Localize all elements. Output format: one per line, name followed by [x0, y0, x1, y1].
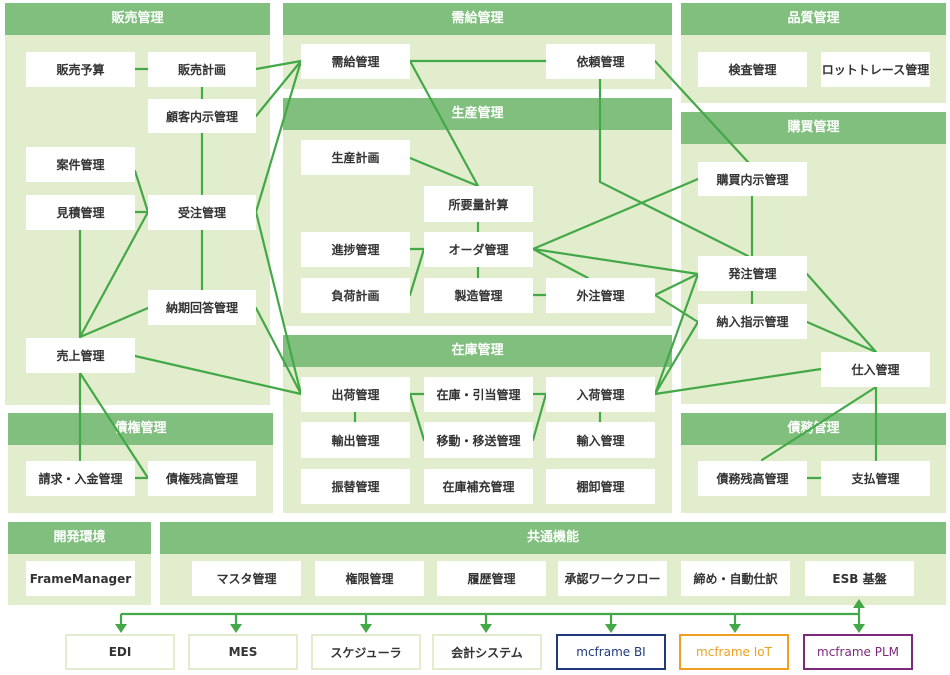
- box-approval-workflow[interactable]: 承認ワークフロー: [558, 561, 667, 596]
- box-order-management[interactable]: オーダ管理: [424, 232, 533, 267]
- box-purchase-record[interactable]: 仕入管理: [821, 352, 930, 387]
- box-progress-management[interactable]: 進捗管理: [301, 232, 410, 267]
- box-receiving[interactable]: 入荷管理: [546, 377, 655, 412]
- box-reallocation[interactable]: 振替管理: [301, 469, 410, 504]
- box-payment[interactable]: 支払管理: [821, 461, 930, 496]
- box-purchase-order[interactable]: 発注管理: [698, 256, 807, 291]
- box-import[interactable]: 輸入管理: [546, 422, 655, 458]
- box-closing-journal[interactable]: 締め・自動仕訳: [681, 561, 790, 596]
- box-order-receipt[interactable]: 受注管理: [148, 195, 256, 230]
- box-receivable-balance[interactable]: 債権残高管理: [148, 461, 256, 496]
- arrow-head-icon: [230, 624, 242, 633]
- panel-dev-env-title: 開発環境: [8, 522, 151, 554]
- box-replenishment[interactable]: 在庫補充管理: [424, 469, 533, 504]
- box-purchase-forecast[interactable]: 購買内示管理: [698, 162, 807, 196]
- box-customer-forecast[interactable]: 顧客内示管理: [148, 99, 256, 133]
- box-manufacturing[interactable]: 製造管理: [424, 278, 533, 313]
- arrow-head-icon: [480, 624, 492, 633]
- box-delivery-instruction[interactable]: 納入指示管理: [698, 304, 807, 339]
- box-export[interactable]: 輸出管理: [301, 422, 410, 458]
- ext-edi[interactable]: EDI: [65, 634, 175, 670]
- box-authority-management[interactable]: 権限管理: [315, 561, 424, 596]
- panel-common-title: 共通機能: [160, 522, 946, 554]
- panel-quality-title: 品質管理: [681, 3, 946, 35]
- box-supply-demand[interactable]: 需給管理: [301, 44, 410, 79]
- box-billing-payment[interactable]: 請求・入金管理: [26, 461, 135, 496]
- panel-receivables-title: 債権管理: [8, 413, 273, 445]
- box-production-plan[interactable]: 生産計画: [301, 140, 410, 175]
- arrow-head-icon: [360, 624, 372, 633]
- box-mrp[interactable]: 所要量計算: [424, 186, 533, 222]
- box-delivery-reply[interactable]: 納期回答管理: [148, 290, 256, 325]
- box-inspection[interactable]: 検査管理: [698, 52, 807, 87]
- box-request-management[interactable]: 依頼管理: [546, 44, 655, 79]
- box-master-management[interactable]: マスタ管理: [192, 561, 301, 596]
- ext-scheduler[interactable]: スケジューラ: [311, 634, 421, 670]
- panel-inventory-title: 在庫管理: [283, 335, 672, 367]
- arrow-head-icon: [605, 624, 617, 633]
- box-lot-trace[interactable]: ロットトレース管理: [821, 52, 930, 87]
- box-framemanager[interactable]: FrameManager: [26, 561, 135, 596]
- box-sales-plan[interactable]: 販売計画: [148, 52, 256, 87]
- box-quotation-management[interactable]: 見積管理: [26, 195, 135, 230]
- box-history-management[interactable]: 履歴管理: [437, 561, 546, 596]
- ext-mes[interactable]: MES: [188, 634, 298, 670]
- box-project-management[interactable]: 案件管理: [26, 147, 135, 182]
- arrow-head-icon: [115, 624, 127, 633]
- panel-production-title: 生産管理: [283, 98, 672, 130]
- arrow-head-icon: [729, 624, 741, 633]
- box-load-planning[interactable]: 負荷計画: [301, 278, 410, 313]
- box-shipping[interactable]: 出荷管理: [301, 377, 410, 412]
- box-outsourcing[interactable]: 外注管理: [546, 278, 655, 313]
- ext-mcframe-iot[interactable]: mcframe IoT: [679, 634, 789, 670]
- ext-accounting[interactable]: 会計システム: [432, 634, 542, 670]
- box-sales-budget[interactable]: 販売予算: [26, 52, 135, 87]
- box-transfer[interactable]: 移動・移送管理: [424, 422, 533, 458]
- arrow-head-icon: [853, 624, 865, 633]
- panel-purchasing-title: 購買管理: [681, 112, 946, 144]
- panel-sales-title: 販売管理: [5, 3, 270, 35]
- box-sales-record[interactable]: 売上管理: [26, 338, 135, 373]
- ext-mcframe-bi[interactable]: mcframe BI: [556, 634, 666, 670]
- ext-mcframe-plm[interactable]: mcframe PLM: [803, 634, 913, 670]
- box-stocktaking[interactable]: 棚卸管理: [546, 469, 655, 504]
- panel-payables-title: 債務管理: [681, 413, 946, 445]
- box-esb[interactable]: ESB 基盤: [805, 561, 914, 596]
- box-payable-balance[interactable]: 債務残高管理: [698, 461, 807, 496]
- box-stock-allocation[interactable]: 在庫・引当管理: [424, 377, 533, 412]
- panel-supply-demand-title: 需給管理: [283, 3, 672, 35]
